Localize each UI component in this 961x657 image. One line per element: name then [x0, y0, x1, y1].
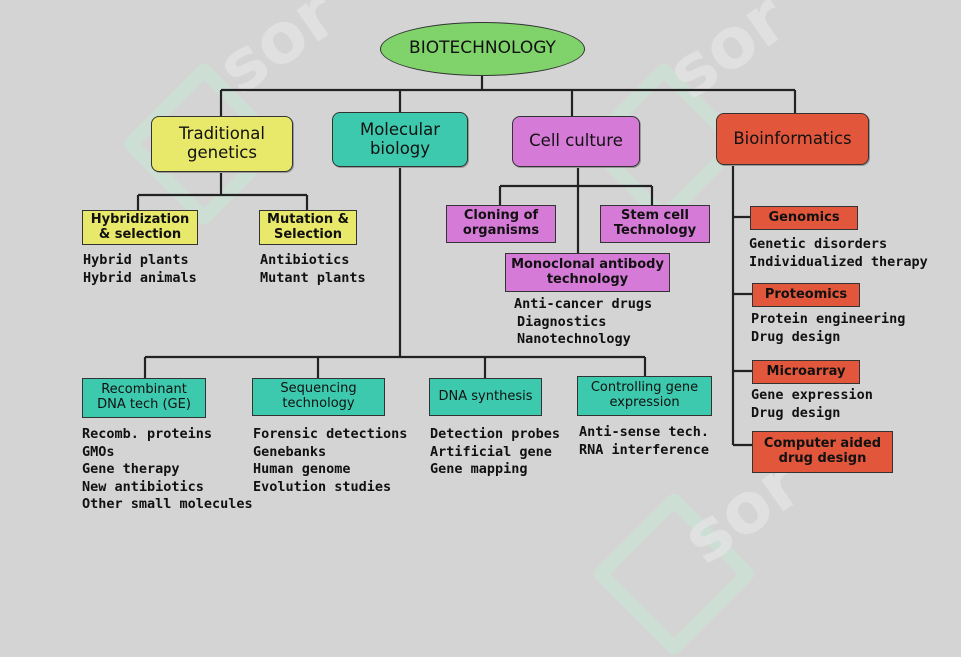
list-genomics-items: Genetic disorders Individualized therapy: [749, 236, 928, 271]
list-sequencing-items: Forensic detections Genebanks Human geno…: [253, 426, 407, 496]
list-item: Artificial gene: [430, 443, 552, 460]
node-genomics: Genomics: [750, 206, 858, 230]
list-item: Detection probes: [430, 426, 561, 442]
list-item: GMOs: [82, 443, 115, 460]
node-dna-synthesis: DNA synthesis: [429, 378, 542, 416]
list-item: Recomb. proteins: [82, 426, 213, 442]
node-microarray: Microarray: [752, 360, 860, 384]
list-item: Diagnostics: [517, 313, 607, 330]
list-item: Gene expression: [751, 387, 873, 403]
list-item: Nanotechnology: [517, 331, 631, 347]
list-item: Human genome: [253, 461, 351, 477]
node-recombinant-dna-tech: Recombinant DNA tech (GE): [82, 378, 206, 418]
branch-bioinformatics: Bioinformatics: [716, 113, 869, 165]
list-item: RNA interference: [579, 441, 710, 458]
list-item: Mutant plants: [260, 269, 366, 286]
list-dna-synthesis-items: Detection probes Artificial gene Gene ma…: [430, 426, 560, 479]
node-monoclonal-antibody: Monoclonal antibody technology: [505, 253, 670, 292]
list-item: Gene mapping: [430, 461, 528, 477]
list-item: Drug design: [751, 404, 841, 421]
node-sequencing-technology: Sequencing technology: [252, 378, 385, 416]
list-item: Genebanks: [253, 443, 327, 460]
list-controlling-items: Anti-sense tech. RNA interference: [579, 424, 709, 459]
branch-cell-culture: Cell culture: [512, 116, 640, 167]
list-mutation-items: Antibiotics Mutant plants: [260, 252, 366, 287]
list-item: Drug design: [751, 328, 841, 345]
connector-lines: [136, 76, 797, 447]
list-item: Forensic detections: [253, 426, 408, 442]
list-monoclonal-items: Anti-cancer drugs Diagnostics Nanotechno…: [514, 296, 652, 349]
root-node-biotechnology: BIOTECHNOLOGY: [380, 22, 585, 76]
branch-traditional-genetics: Traditional genetics: [151, 116, 293, 172]
list-item: Anti-cancer drugs: [514, 296, 653, 312]
node-stem-cell-technology: Stem cell Technology: [600, 205, 710, 243]
node-proteomics: Proteomics: [752, 283, 860, 307]
node-computer-aided-drug-design: Computer aided drug design: [752, 431, 893, 473]
node-cloning-of-organisms: Cloning of organisms: [446, 205, 556, 243]
list-item: Hybrid plants: [83, 252, 189, 268]
node-hybridization-selection: Hybridization & selection: [82, 210, 198, 245]
list-item: Gene therapy: [82, 461, 180, 477]
list-item: Genetic disorders: [749, 236, 888, 252]
list-item: New antibiotics: [82, 478, 204, 495]
branch-molecular-biology: Molecular biology: [332, 112, 468, 167]
list-item: Individualized therapy: [749, 253, 928, 270]
list-item: Hybrid animals: [83, 269, 197, 286]
node-mutation-selection: Mutation & Selection: [259, 210, 357, 245]
node-controlling-gene-expression: Controlling gene expression: [577, 376, 712, 416]
list-item: Other small molecules: [82, 496, 253, 512]
list-recombinant-items: Recomb. proteins GMOs Gene therapy New a…: [82, 426, 253, 514]
list-item: Anti-sense tech.: [579, 424, 710, 440]
list-proteomics-items: Protein engineering Drug design: [751, 311, 905, 346]
list-hybridization-items: Hybrid plants Hybrid animals: [83, 252, 197, 287]
list-item: Evolution studies: [253, 478, 392, 495]
list-item: Antibiotics: [260, 252, 350, 268]
list-microarray-items: Gene expression Drug design: [751, 387, 873, 422]
list-item: Protein engineering: [751, 311, 906, 327]
